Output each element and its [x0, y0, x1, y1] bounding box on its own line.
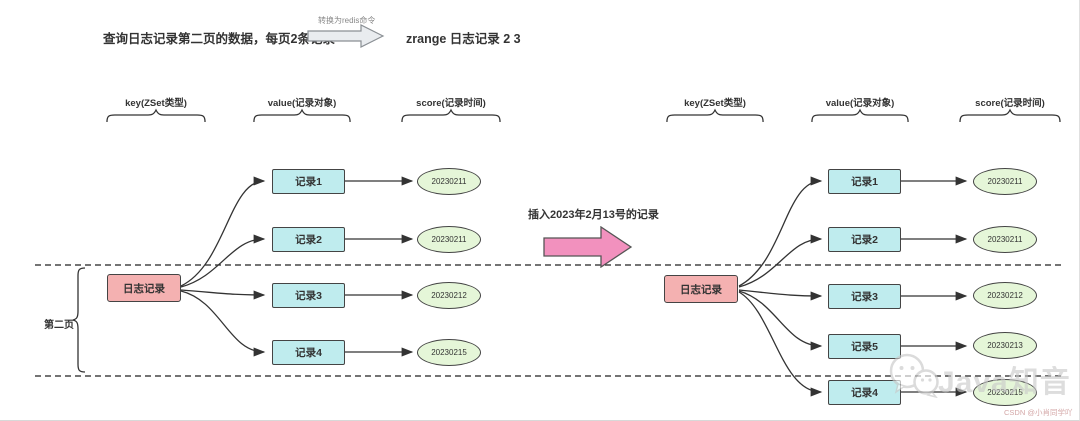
left-record-node-4: 记录4: [272, 340, 345, 365]
left-col-brace-key: [106, 108, 206, 123]
right-score-node-2: 20230211: [973, 226, 1037, 253]
convert-arrow-caption: 转换为redis命令: [318, 16, 376, 25]
right-col-title-score: score(记录时间): [975, 98, 1045, 109]
left-col-title-value: value(记录对象): [267, 98, 337, 109]
right-col-title-key: key(ZSet类型): [684, 98, 746, 109]
insert-arrow-caption: 插入2023年2月13号的记录: [528, 209, 659, 221]
right-record-node-5: 记录5: [828, 334, 901, 359]
left-record-node-3: 记录3: [272, 283, 345, 308]
right-root-connectors: [738, 176, 823, 397]
left-score-node-1: 20230211: [417, 168, 481, 195]
page2-label: 第二页: [44, 320, 74, 331]
left-score-connectors: [345, 176, 414, 357]
left-score-node-2: 20230211: [417, 226, 481, 253]
right-col-brace-score: [959, 108, 1061, 123]
left-col-title-key: key(ZSet类型): [125, 98, 187, 109]
insert-arrow-icon: [543, 226, 633, 268]
right-record-node-2: 记录2: [828, 227, 901, 252]
left-col-brace-value: [253, 108, 351, 123]
right-col-title-value: value(记录对象): [825, 98, 895, 109]
right-score-node-3: 20230212: [973, 282, 1037, 309]
right-record-node-1: 记录1: [828, 169, 901, 194]
query-description-text: 查询日志记录第二页的数据，每页2条记录: [103, 32, 335, 46]
left-root-connectors: [180, 176, 266, 357]
right-score-node-5: 20230213: [973, 332, 1037, 359]
right-score-node-4: 20230215: [973, 379, 1037, 406]
left-record-node-2: 记录2: [272, 227, 345, 252]
right-root-node: 日志记录: [664, 275, 738, 303]
right-col-brace-value: [811, 108, 909, 123]
right-record-node-3: 记录3: [828, 284, 901, 309]
redis-command-text: zrange 日志记录 2 3: [406, 32, 521, 46]
brand-watermark: Java知音: [938, 366, 1071, 399]
left-score-node-3: 20230212: [417, 282, 481, 309]
wechat-icon: [889, 353, 939, 398]
left-col-brace-score: [401, 108, 501, 123]
right-score-node-1: 20230211: [973, 168, 1037, 195]
right-record-node-4: 记录4: [828, 380, 901, 405]
left-record-node-1: 记录1: [272, 169, 345, 194]
left-root-node: 日志记录: [107, 274, 181, 302]
right-col-brace-key: [666, 108, 764, 123]
left-score-node-4: 20230215: [417, 339, 481, 366]
convert-arrow-icon: [307, 24, 385, 48]
page2-brace: [72, 267, 86, 373]
csdn-watermark: CSDN @小肖同学吖: [1004, 408, 1073, 417]
left-col-title-score: score(记录时间): [416, 98, 486, 109]
